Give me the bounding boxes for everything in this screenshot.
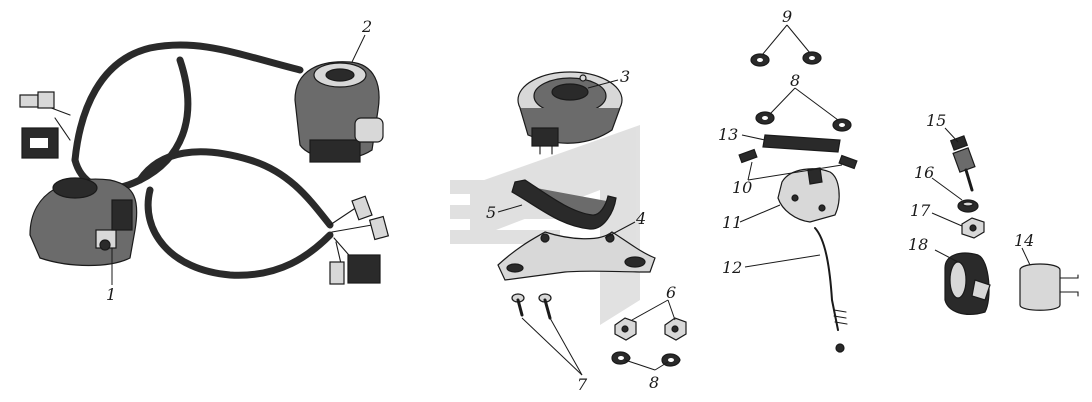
- label-part-6: 6: [666, 283, 676, 302]
- label-part-3: 3: [620, 67, 630, 86]
- sensor-switch: [949, 135, 976, 192]
- sealing-washer: [957, 199, 979, 213]
- label-part-11: 11: [722, 213, 742, 232]
- label-part-9: 9: [782, 7, 792, 26]
- label-part-8-upper: 8: [790, 71, 800, 90]
- connector-plugs: [19, 91, 390, 285]
- cap-knob: [944, 252, 991, 315]
- washers-upper: [755, 111, 852, 132]
- part-labels: 1 2 3 4 5 6 7 8 9 8 13 10 11 12 15 16 17…: [106, 7, 1034, 394]
- label-part-5: 5: [486, 203, 496, 222]
- label-part-16: 16: [914, 163, 934, 182]
- leader-lines: [111, 24, 1031, 376]
- label-part-12: 12: [722, 258, 742, 277]
- contact-plate: [762, 134, 841, 153]
- small-bolts: [738, 148, 858, 170]
- right-handlebar-switch: [294, 61, 384, 163]
- label-part-4: 4: [635, 209, 646, 228]
- label-part-1: 1: [106, 285, 116, 304]
- label-part-18: 18: [908, 235, 928, 254]
- label-part-7: 7: [577, 375, 588, 394]
- label-part-17: 17: [910, 201, 931, 220]
- horn-mount-strap: [511, 179, 617, 230]
- label-part-13: 13: [718, 125, 738, 144]
- lamp-socket: [1019, 263, 1079, 311]
- label-part-15: 15: [926, 111, 946, 130]
- lock-nut: [961, 217, 985, 239]
- nuts: [614, 317, 687, 341]
- label-part-2: 2: [361, 17, 372, 36]
- label-part-8-lower: 8: [649, 373, 659, 392]
- label-part-14: 14: [1014, 231, 1034, 250]
- spring-rod: [814, 227, 848, 353]
- label-part-10: 10: [732, 178, 752, 197]
- left-handlebar-switch: [29, 177, 138, 267]
- washers-lower: [611, 351, 681, 367]
- horn-bracket: [497, 231, 656, 281]
- screws: [511, 293, 552, 320]
- stop-light-switch: [777, 167, 840, 223]
- washers-top: [750, 51, 822, 67]
